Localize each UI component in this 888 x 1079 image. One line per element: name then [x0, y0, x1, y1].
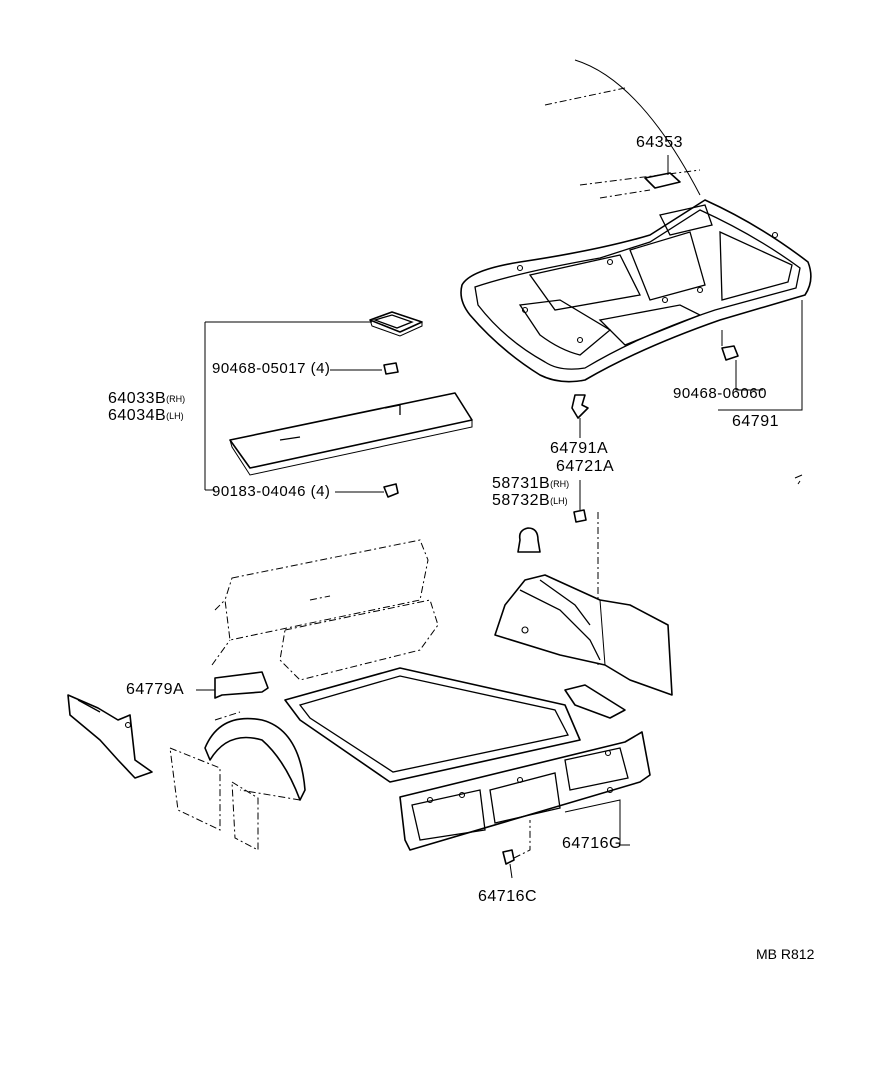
label-64791: 64791 [732, 413, 779, 430]
trunk-trim-board [229, 392, 473, 476]
label-64033b-side: (RH) [166, 394, 186, 404]
label-58731b-number: 58731B [492, 475, 551, 492]
handle-64779a [196, 671, 269, 699]
label-64034b-number: 64034B [108, 407, 167, 424]
drawing-reference: MB R812 [756, 946, 815, 962]
push-rivet-64791a [571, 394, 589, 438]
label-58732b-number: 58732B [492, 492, 551, 509]
back-panel-trim [399, 731, 651, 851]
left-bracket-trim [67, 694, 153, 779]
clip-64721a [573, 480, 587, 523]
small-trim-piece [564, 684, 626, 719]
label-90468-06060: 90468-06060 [673, 385, 767, 402]
bumper-stop [644, 155, 681, 189]
label-58732b-side: (LH) [550, 496, 568, 506]
clip-90183-04046 [383, 483, 399, 498]
insulation-sheet-1 [169, 747, 221, 831]
wheel-house-cover [204, 711, 306, 801]
trunk-lid-panel [460, 199, 812, 383]
clip-90468-05017 [383, 362, 399, 375]
label-58731b-side: (RH) [550, 479, 570, 489]
label-64721a: 64721A [556, 458, 615, 475]
label-64034b-side: (LH) [166, 411, 184, 421]
leader-bracket-left [204, 321, 384, 493]
label-64034b: 64034B(LH) [108, 408, 184, 424]
label-64033b-number: 64033B [108, 390, 167, 407]
stray-mark [794, 474, 803, 485]
side-trim-rh [494, 574, 673, 696]
label-64353: 64353 [636, 134, 683, 151]
label-64033b: 64033B(RH) [108, 391, 185, 407]
label-64779a: 64779A [126, 681, 185, 698]
side-trim-lh-lower [279, 599, 439, 681]
body-outline-upper [544, 59, 701, 199]
cap-58731b [517, 527, 541, 553]
label-58731b: 58731B(RH) [492, 476, 569, 492]
label-64716g: 64716G [562, 835, 622, 852]
insulation-sheet-2 [231, 781, 259, 851]
clip-90468-06060 [718, 300, 803, 411]
trunk-floor-mat [284, 667, 581, 783]
label-64791a: 64791A [550, 440, 609, 457]
label-58732b: 58732B(LH) [492, 493, 568, 509]
screw-64716c [502, 820, 531, 879]
label-90183-04046: 90183-04046 (4) [212, 483, 331, 500]
label-64716c: 64716C [478, 888, 538, 905]
cover-64033b [369, 311, 423, 337]
label-90468-05017: 90468-05017 (4) [212, 360, 331, 377]
side-trim-lh-upper [211, 539, 429, 666]
